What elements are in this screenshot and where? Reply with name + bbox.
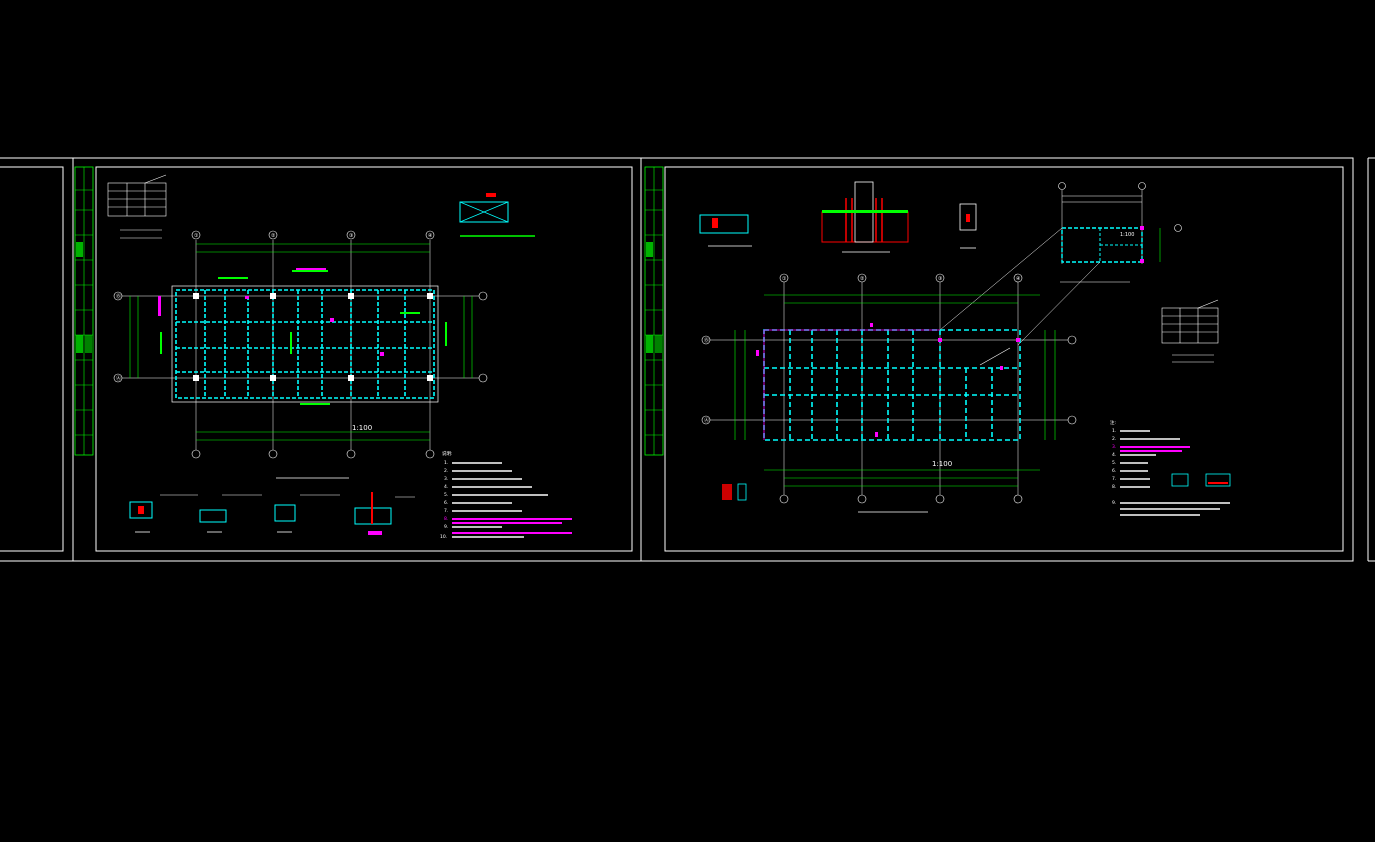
s2-axis-2: ② [860,276,865,282]
sheet-1-floor-plan[interactable]: 1:100 [113,230,488,479]
s1-axis-2: ② [271,233,276,239]
sheet-2-notes: 注: 1. 2. 3. 4. 5. 6. 7. 8. 9. [1110,419,1231,516]
sheet-1-note-8: 8. [444,516,448,522]
sheet-2[interactable]: 1:100 注: 1. 2. 3. 4. 5. 6. 7. 8. 9. [640,157,1354,562]
sheet-1-note-9: 9. [444,524,448,530]
sheet-2-note-1: 1. [1112,428,1116,434]
left-partial-sheet [0,157,74,562]
sheet-2-top-details [699,181,977,253]
sheet-1-note-3: 3. [444,476,448,482]
sheet-1-level-table [107,174,167,239]
sheet-1-section-details [129,492,415,535]
sheet-2-note-6: 6. [1112,468,1116,474]
sheet-1-note-1: 1. [444,460,448,466]
sheet-1-notes-title: 说明: [442,450,453,457]
s1-axis-b: Ⓑ [116,293,121,300]
sheet-1[interactable]: 1:100 [72,157,642,562]
s1-axis-3: ③ [349,233,353,239]
s1-axis-a: Ⓐ [116,375,121,382]
sheet-2-plan-scale: 1:100 [932,460,952,468]
sheet-2-inner-frame [664,166,1344,552]
sheet-1-opening-detail [459,193,535,237]
s2-axis-3: ③ [938,276,942,282]
sheet-1-note-2: 2. [444,468,448,474]
sheet-2-note-9: 9. [1112,500,1116,506]
sheet-2-outer-frame [640,157,1354,562]
s2-axis-b: Ⓑ [704,337,709,344]
s2-axis-1: ① [782,276,787,282]
right-partial-sheet [1367,157,1375,562]
sheet-2-note-4: 4. [1112,452,1116,458]
detail-scale: 1:100 [1120,232,1134,238]
axis-labels: ① ② ③ ④ Ⓑ Ⓐ ① ② ③ ④ Ⓑ Ⓐ [116,233,1021,424]
sheet-1-note-5: 5. [444,492,448,498]
sheet-2-note-2: 2. [1112,436,1116,442]
s1-axis-1: ① [194,233,199,239]
sheet-2-note-7: 7. [1112,476,1116,482]
sheet-1-outer-frame [72,157,642,562]
sheet-1-note-7: 7. [444,508,448,514]
s1-axis-4: ④ [428,233,433,239]
sheet-2-floor-plan[interactable]: 1:100 [701,273,1077,513]
sheet-2-level-table [1161,299,1219,363]
sheet-1-note-10: 10. [440,534,447,540]
s2-axis-a: Ⓐ [704,417,709,424]
sheet-2-title-strip [644,166,664,456]
sheet-1-notes: 说明: 1. 2. 3. 4. 5. 6. 7. 8. 9. 10. [440,450,572,540]
sheet-1-title-strip [74,166,94,456]
sheet-2-enlarged-detail [1058,182,1182,283]
sheet-2-notes-title: 注: [1110,419,1116,426]
sheet-2-note-5: 5. [1112,460,1116,466]
sheet-1-note-4: 4. [444,484,448,490]
sheet-2-note-3: 3. [1112,444,1116,450]
sheet-2-note-8: 8. [1112,484,1116,490]
s2-axis-4: ④ [1016,276,1021,282]
sheet-1-plan-scale: 1:100 [352,424,372,432]
sheet-1-inner-frame [95,166,633,552]
sheet-1-note-6: 6. [444,500,448,506]
